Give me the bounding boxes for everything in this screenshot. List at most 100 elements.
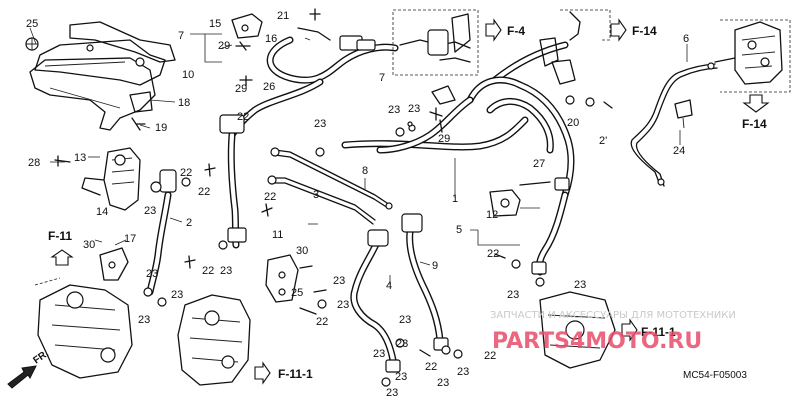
bracket-17 xyxy=(99,247,129,281)
callout-30-a: 30 xyxy=(296,245,308,257)
front-direction-arrow: FR. xyxy=(7,348,51,389)
callout-11: 11 xyxy=(272,229,283,241)
callout-28: 28 xyxy=(28,157,40,169)
hose-4 xyxy=(350,229,401,373)
callout-13: 13 xyxy=(74,152,86,164)
callout-23-q: 23 xyxy=(386,387,398,399)
callout-22-e: 22 xyxy=(202,265,214,277)
callout-22-c: 22 xyxy=(180,167,192,179)
callout-23-r: 23 xyxy=(507,289,519,301)
callout-17: 17 xyxy=(124,233,136,245)
main-hoses xyxy=(341,37,576,199)
callout-6: 6 xyxy=(683,33,689,45)
callout-22-f: 22 xyxy=(316,316,328,328)
callout-9: 9 xyxy=(432,260,438,272)
callout-23-p: 23 xyxy=(395,371,407,383)
abs-modulator xyxy=(714,19,791,93)
callout-23-c: 23 xyxy=(408,103,420,115)
callout-23-o: 23 xyxy=(457,366,469,378)
callout-22-g: 22 xyxy=(425,361,437,373)
callout-2-prime: 2' xyxy=(599,135,607,147)
callout-29-a: 29 xyxy=(218,40,230,52)
callout-23-g: 23 xyxy=(171,289,183,301)
handle-assembly xyxy=(25,21,176,131)
joint-12 xyxy=(489,189,521,217)
callout-23-n: 23 xyxy=(437,377,449,389)
callout-23-m: 23 xyxy=(373,348,385,360)
callout-23-f: 23 xyxy=(146,268,158,280)
callout-23-k: 23 xyxy=(399,314,411,326)
f4-detail-box xyxy=(392,9,479,76)
callout-3: 3 xyxy=(313,189,319,201)
ref-arrow-f4: F-4 xyxy=(485,18,525,42)
callout-23-h: 23 xyxy=(138,314,150,326)
hose-5 xyxy=(531,177,570,276)
callout-21: 21 xyxy=(277,10,289,22)
callout-2: 2 xyxy=(186,217,192,229)
callout-22-b: 22 xyxy=(237,111,249,123)
callout-23-l: 23 xyxy=(396,338,408,350)
brake-pipe-6 xyxy=(630,62,718,187)
bracket-15 xyxy=(231,13,263,51)
ref-arrow-f11-left: F-11 xyxy=(48,229,74,266)
caliper-right xyxy=(539,291,616,369)
ref-arrow-f14-right: F-14 xyxy=(742,94,770,131)
fasteners xyxy=(143,75,613,387)
upper-hoses xyxy=(228,8,399,139)
callout-22-i: 22 xyxy=(487,248,499,260)
front-direction-label: FR. xyxy=(31,348,51,366)
caliper-left xyxy=(34,277,133,379)
callout-15: 15 xyxy=(209,18,221,30)
callout-23-a: 23 xyxy=(314,118,326,130)
watermark-line2: PARTS4MOTO.RU xyxy=(492,329,702,354)
ref-arrow-f11-1-bottom: F-11-1 xyxy=(254,361,313,385)
brake-line-3 xyxy=(267,175,376,225)
watermark: ЗАПЧАСТИ И АКСЕССУАРЫ ДЛЯ МОТОТЕХНИКИ PA… xyxy=(490,310,736,354)
brake-line-8 xyxy=(270,147,393,210)
callout-29-c: 29 xyxy=(235,83,247,95)
callout-20: 20 xyxy=(567,117,579,129)
callout-19: 19 xyxy=(155,122,167,134)
ref-f14-top-label: F-14 xyxy=(632,24,657,38)
fitting-24 xyxy=(674,99,693,129)
callout-23-d: 23 xyxy=(144,205,156,217)
callout-labels: 25 15 7 29 10 21 16 6 18 19 26 23 13 28 … xyxy=(26,10,689,399)
callout-4: 4 xyxy=(386,280,392,292)
callout-24: 24 xyxy=(673,145,685,157)
bracket-center xyxy=(265,254,299,303)
caliper-center xyxy=(177,294,251,386)
callout-22-h: 22 xyxy=(484,350,496,362)
ref-f11-1-bottom-label: F-11-1 xyxy=(278,367,313,381)
hose-left xyxy=(146,169,177,296)
callout-23-s: 23 xyxy=(574,279,586,291)
callout-10: 10 xyxy=(182,69,194,81)
callout-14: 14 xyxy=(96,206,108,218)
watermark-line1: ЗАПЧАСТИ И АКСЕССУАРЫ ДЛЯ МОТОТЕХНИКИ xyxy=(490,310,736,321)
hose-9 xyxy=(401,213,449,351)
brake-line-2 xyxy=(219,114,247,249)
callout-23-i: 23 xyxy=(333,275,345,287)
callout-30-b: 30 xyxy=(83,239,95,251)
callout-18: 18 xyxy=(178,97,190,109)
callout-25-b: 25 xyxy=(291,287,303,299)
callout-22-d: 22 xyxy=(264,191,276,203)
callout-8: 8 xyxy=(362,165,368,177)
ref-f4-label: F-4 xyxy=(507,24,525,38)
callout-29-b: 29 xyxy=(438,133,450,145)
ref-arrow-f14-top: F-14 xyxy=(610,18,657,42)
f14-detail-box xyxy=(491,9,611,84)
callout-23-j: 23 xyxy=(337,299,349,311)
ref-f11-1-right-label: F-11-1 xyxy=(641,325,676,339)
callout-16: 16 xyxy=(265,33,277,45)
callout-23-b: 23 xyxy=(388,104,400,116)
callout-22-a: 22 xyxy=(198,186,210,198)
ref-arrow-f11-1-right: F-11-1 xyxy=(621,318,676,342)
leader-lines xyxy=(29,27,688,285)
callout-23-e: 23 xyxy=(220,265,232,277)
callout-7: 7 xyxy=(178,30,184,42)
callout-27: 27 xyxy=(533,158,545,170)
callout-12: 12 xyxy=(486,209,498,221)
callout-1: 1 xyxy=(452,193,458,205)
callout-5: 5 xyxy=(456,224,462,236)
callout-26: 26 xyxy=(263,81,275,93)
